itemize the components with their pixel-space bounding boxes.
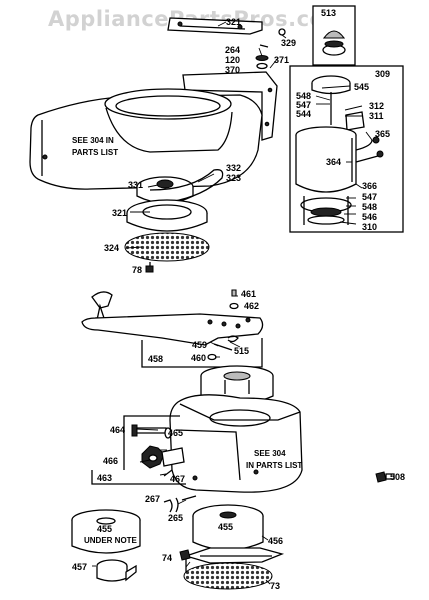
upper-shroud (29, 71, 278, 190)
label-548-bottom: 548 (362, 202, 377, 212)
label-513: 513 (321, 8, 336, 18)
label-464: 464 (110, 425, 125, 435)
label-310: 310 (362, 222, 377, 232)
part-321-bracket (167, 17, 263, 35)
leader-lines (92, 21, 373, 585)
part-324-screen (124, 232, 210, 262)
part-457-clip (96, 559, 137, 582)
label-329: 329 (281, 38, 296, 48)
lower-shroud (169, 365, 303, 493)
label-74: 74 (162, 553, 172, 563)
label-466: 466 (103, 456, 118, 466)
label-547-bottom: 547 (362, 192, 377, 202)
label-456: 456 (268, 536, 283, 546)
label-455-left: 455 (97, 524, 112, 534)
label-459: 459 (192, 340, 207, 350)
label-323: 323 (226, 173, 241, 183)
lower-shroud-note-line1: SEE 304 (254, 449, 286, 458)
upper-shroud-note-line2: PARTS LIST (72, 148, 118, 157)
label-463: 463 (97, 473, 112, 483)
label-264: 264 (225, 45, 240, 55)
label-78: 78 (132, 265, 142, 275)
choke-control-group (91, 415, 186, 485)
part-463-box (123, 415, 180, 470)
label-267: 267 (145, 494, 160, 504)
label-366: 366 (362, 181, 377, 191)
part-513-ring (324, 40, 344, 48)
label-365: 365 (375, 129, 390, 139)
hardware-stack (255, 28, 286, 70)
label-548-top: 548 (296, 91, 311, 101)
label-461: 461 (241, 289, 256, 299)
part-513-group (312, 5, 356, 66)
label-331: 331 (128, 180, 143, 190)
label-547-top: 547 (296, 100, 311, 110)
label-508: 508 (390, 472, 405, 482)
label-370: 370 (225, 65, 240, 75)
lower-shroud-note-line2: IN PARTS LIST (246, 461, 302, 470)
label-309: 309 (375, 69, 390, 79)
label-312: 312 (369, 101, 384, 111)
label-332: 332 (226, 163, 241, 173)
label-457: 457 (72, 562, 87, 572)
label-515: 515 (234, 346, 249, 356)
label-455-right: 455 (218, 522, 233, 532)
label-364: 364 (326, 157, 341, 167)
part-73-screen (183, 562, 273, 590)
bottom-pulley-assembly (163, 495, 285, 590)
label-465: 465 (168, 428, 183, 438)
upper-shroud-note-line1: SEE 304 IN (72, 136, 114, 145)
label-462: 462 (244, 301, 259, 311)
label-460: 460 (191, 353, 206, 363)
label-73: 73 (270, 581, 280, 591)
label-324: 324 (104, 243, 119, 253)
label-467: 467 (170, 474, 185, 484)
label-545: 545 (354, 82, 369, 92)
under-note-label: UNDER NOTE (84, 536, 138, 545)
starter-pulley-assembly (124, 169, 224, 273)
label-120: 120 (225, 55, 240, 65)
label-371: 371 (274, 55, 289, 65)
part-458-box (141, 338, 263, 368)
part-455-under-note (71, 509, 141, 554)
label-265: 265 (168, 513, 183, 523)
label-546: 546 (362, 212, 377, 222)
label-321-top: 321 (226, 17, 241, 27)
label-321-bottom: 321 (112, 208, 127, 218)
part-508-screw (375, 471, 395, 483)
part-labels: 513 321 329 264 120 370 371 309 545 548 … (72, 8, 405, 591)
label-311: 311 (369, 111, 384, 121)
part-513-cap (322, 30, 346, 39)
label-544: 544 (296, 109, 311, 119)
label-458: 458 (148, 354, 163, 364)
